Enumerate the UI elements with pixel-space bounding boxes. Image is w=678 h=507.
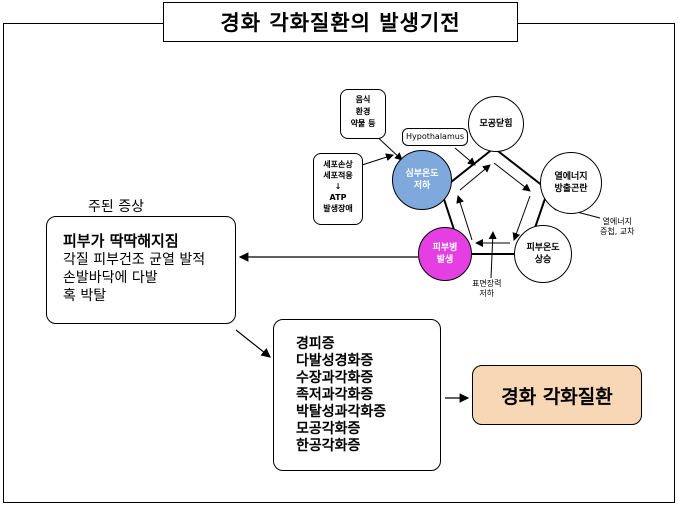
symptom-line: 각질 피부건조 균열 발적 xyxy=(63,252,206,268)
page-title: 경화 각화질환의 발생기전 xyxy=(163,2,518,42)
arrow-symptom-list xyxy=(235,329,271,358)
disease-item: 박탈성과각화증 xyxy=(296,404,387,420)
disease-item: 족저과각화증 xyxy=(296,387,374,403)
disease-item: 모공각화증 xyxy=(296,421,361,437)
node-text: 피부온도 xyxy=(526,243,560,253)
node-text: 모공닫힘 xyxy=(479,119,513,129)
symptom-heading: 피부가 딱딱해지짐 xyxy=(63,232,179,250)
node-text: 상승 xyxy=(534,255,552,265)
disease-item: 한공각화증 xyxy=(296,438,361,454)
note-surface-tension: 표면장력 저하 xyxy=(472,279,501,299)
node-text: 심부온도 xyxy=(405,169,439,179)
symptom-line: 혹 박탈 xyxy=(63,288,107,304)
disease-item: 경피증 xyxy=(296,336,335,352)
cause-item: 약물 등 xyxy=(350,119,376,128)
arrow-cell-core xyxy=(361,153,394,166)
note-heat-accum: 열에너지 증첩, 교차 xyxy=(600,217,635,237)
node-skin-lesion: 피부병 발생 xyxy=(418,227,472,281)
disease-item: 수장과각화증 xyxy=(296,370,374,386)
arrow-surface-note xyxy=(488,231,497,279)
symptom-box: 피부가 딱딱해지짐 각질 피부건조 균열 발적 손발바닥에 다발 혹 박탈 xyxy=(46,216,236,324)
cell-line: 세포손상 xyxy=(323,160,353,169)
node-text: 저하 xyxy=(413,181,431,191)
cause-item: 음식 xyxy=(355,95,371,104)
node-core-temp: 심부온도 저하 xyxy=(392,150,452,210)
node-text: 열에너지 xyxy=(554,172,588,182)
cell-line: ATP xyxy=(329,193,347,202)
cell-damage-box: 세포손상 세포적응 ↓ ATP 발생장애 xyxy=(313,153,363,225)
node-text: 피부병 xyxy=(432,243,458,253)
node-heat-energy: 열에너지 방출곤란 xyxy=(540,152,602,214)
node-skin-temp: 피부온도 상승 xyxy=(514,225,572,283)
node-text: 발생 xyxy=(436,255,454,265)
disease-item: 다발성경화증 xyxy=(296,353,374,369)
result-box: 경화 각화질환 xyxy=(472,365,642,425)
cause-item: 환경 xyxy=(355,107,371,116)
hypothalamus-box: Hypothalamus xyxy=(402,128,468,146)
cycle-inner-arrow xyxy=(456,195,473,241)
cell-line: 발생장애 xyxy=(323,204,353,213)
arrow-hypothalamus xyxy=(454,147,476,166)
causes-box: 음식 환경 약물 등 xyxy=(340,89,386,139)
symptom-line: 손발바닥에 다발 xyxy=(63,270,158,286)
note-line: 저하 xyxy=(479,289,495,298)
cycle-inner-arrow xyxy=(512,195,531,241)
down-arrow-icon: ↓ xyxy=(334,182,342,191)
node-pore-closure: 모공닫힘 xyxy=(468,96,524,152)
node-text: 방출곤란 xyxy=(554,184,588,194)
note-line: 증첩, 교차 xyxy=(600,227,635,236)
note-line: 표면장력 xyxy=(472,279,502,288)
cycle-inner-arrow xyxy=(459,164,491,191)
disease-list-box: 경피증 다발성경화증 수장과각화증 족저과각화증 박탈성과각화증 모공각화증 한… xyxy=(273,319,441,471)
cell-line: 세포적응 xyxy=(323,171,353,180)
main-symptom-label: 주된 증상 xyxy=(88,199,144,215)
cycle-inner-arrow xyxy=(493,162,531,192)
note-line: 열에너지 xyxy=(602,217,632,226)
